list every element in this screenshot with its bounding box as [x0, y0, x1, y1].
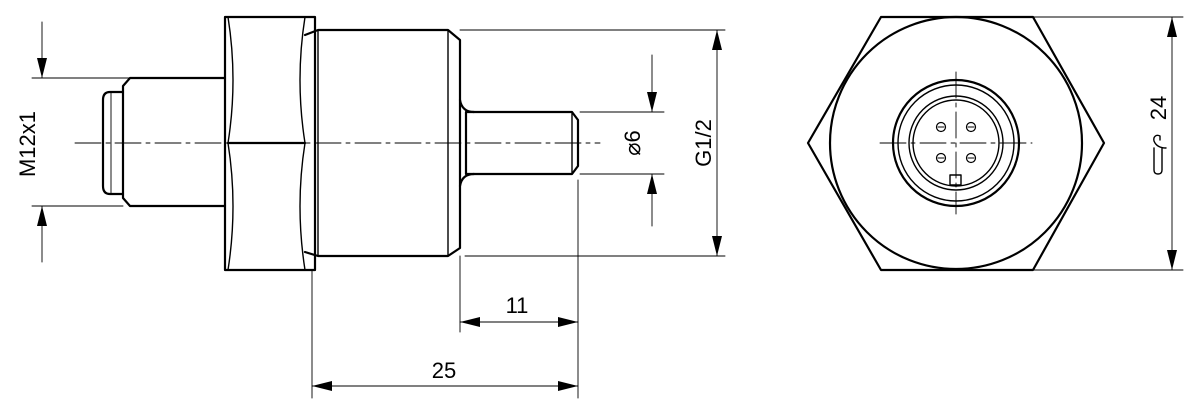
probe-diameter-label: ⌀6 [620, 130, 645, 156]
wrench-size-label: 24 [1146, 96, 1171, 120]
dim-arrowhead [312, 381, 332, 391]
dim-probe-length: 11 [459, 179, 579, 399]
side-view: M12x1 ⌀6 G1/2 11 [15, 15, 726, 399]
wrench-icon [1153, 134, 1167, 175]
dim-arrowhead [647, 92, 657, 112]
dim-process-thread: G1/2 [459, 29, 726, 257]
probe-length-label: 11 [506, 293, 529, 318]
dim-arrowhead [712, 30, 722, 50]
front-view: 24 [806, 15, 1184, 272]
dim-arrowhead [558, 317, 578, 327]
dim-arrowhead [712, 236, 722, 256]
dim-arrowhead [1167, 250, 1177, 270]
body-circle [828, 15, 1084, 271]
coding-key [949, 174, 962, 186]
dim-probe-diameter: ⌀6 [579, 54, 665, 227]
dim-arrowhead [37, 206, 47, 226]
connector-thread-label: M12x1 [15, 111, 40, 177]
hex-body [223, 15, 317, 272]
diameter-symbol: ⌀ [620, 143, 645, 156]
dim-total-length: 25 [311, 269, 579, 399]
connector-body [121, 76, 227, 208]
connector-pins [935, 121, 977, 164]
dim-arrowhead [37, 58, 47, 78]
total-length-label: 25 [432, 358, 456, 383]
connector-collar [101, 90, 125, 196]
process-thread-label: G1/2 [691, 119, 716, 167]
dim-arrowhead [647, 174, 657, 194]
dim-wrench-size: 24 [1032, 16, 1184, 271]
threaded-body [303, 28, 462, 258]
probe-diameter-value: 6 [620, 130, 645, 142]
dim-arrowhead [558, 381, 578, 391]
dim-arrowhead [460, 317, 480, 327]
dim-arrowhead [1167, 17, 1177, 37]
dim-connector-thread: M12x1 [15, 21, 226, 263]
